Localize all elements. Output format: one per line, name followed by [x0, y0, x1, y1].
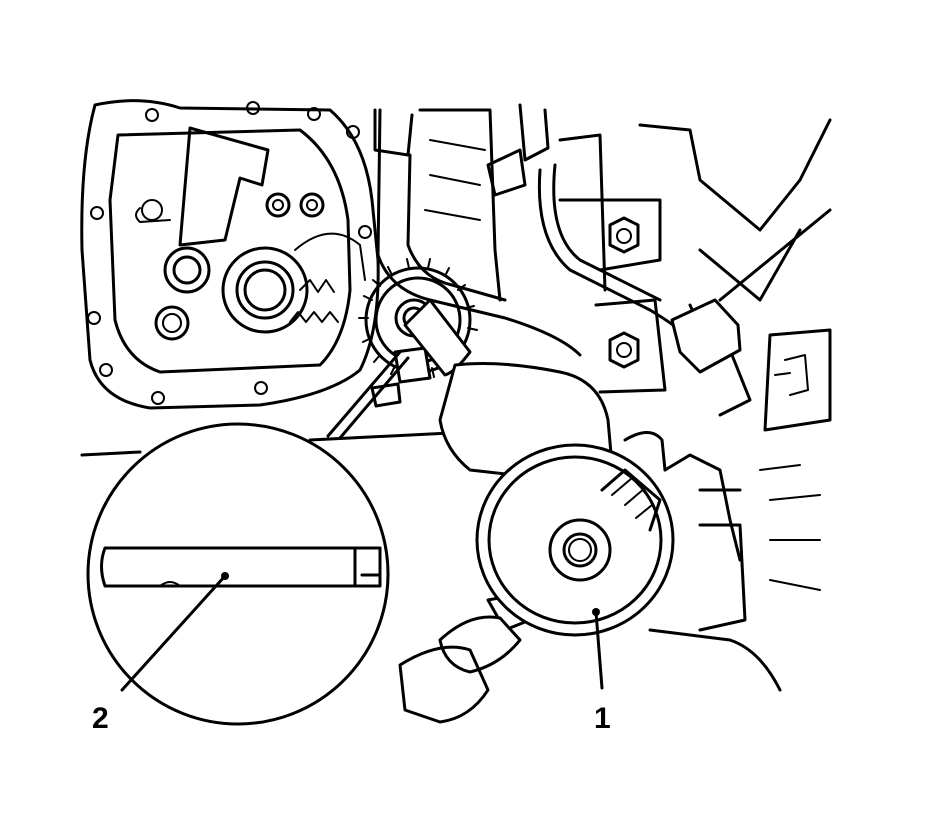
pin-tool-detail	[86, 350, 410, 726]
engine-block	[80, 103, 832, 457]
callout-label-1: 1	[594, 702, 611, 735]
reluctor-gear	[358, 258, 478, 408]
flange-bolt-holes	[87, 101, 372, 405]
callout-1: 1	[592, 608, 611, 735]
callout-label-2: 2	[92, 702, 109, 735]
engine-cover	[80, 99, 380, 410]
callout-2: 2	[92, 572, 229, 735]
detail-leader-line	[326, 350, 402, 438]
installer-tool	[398, 298, 821, 724]
